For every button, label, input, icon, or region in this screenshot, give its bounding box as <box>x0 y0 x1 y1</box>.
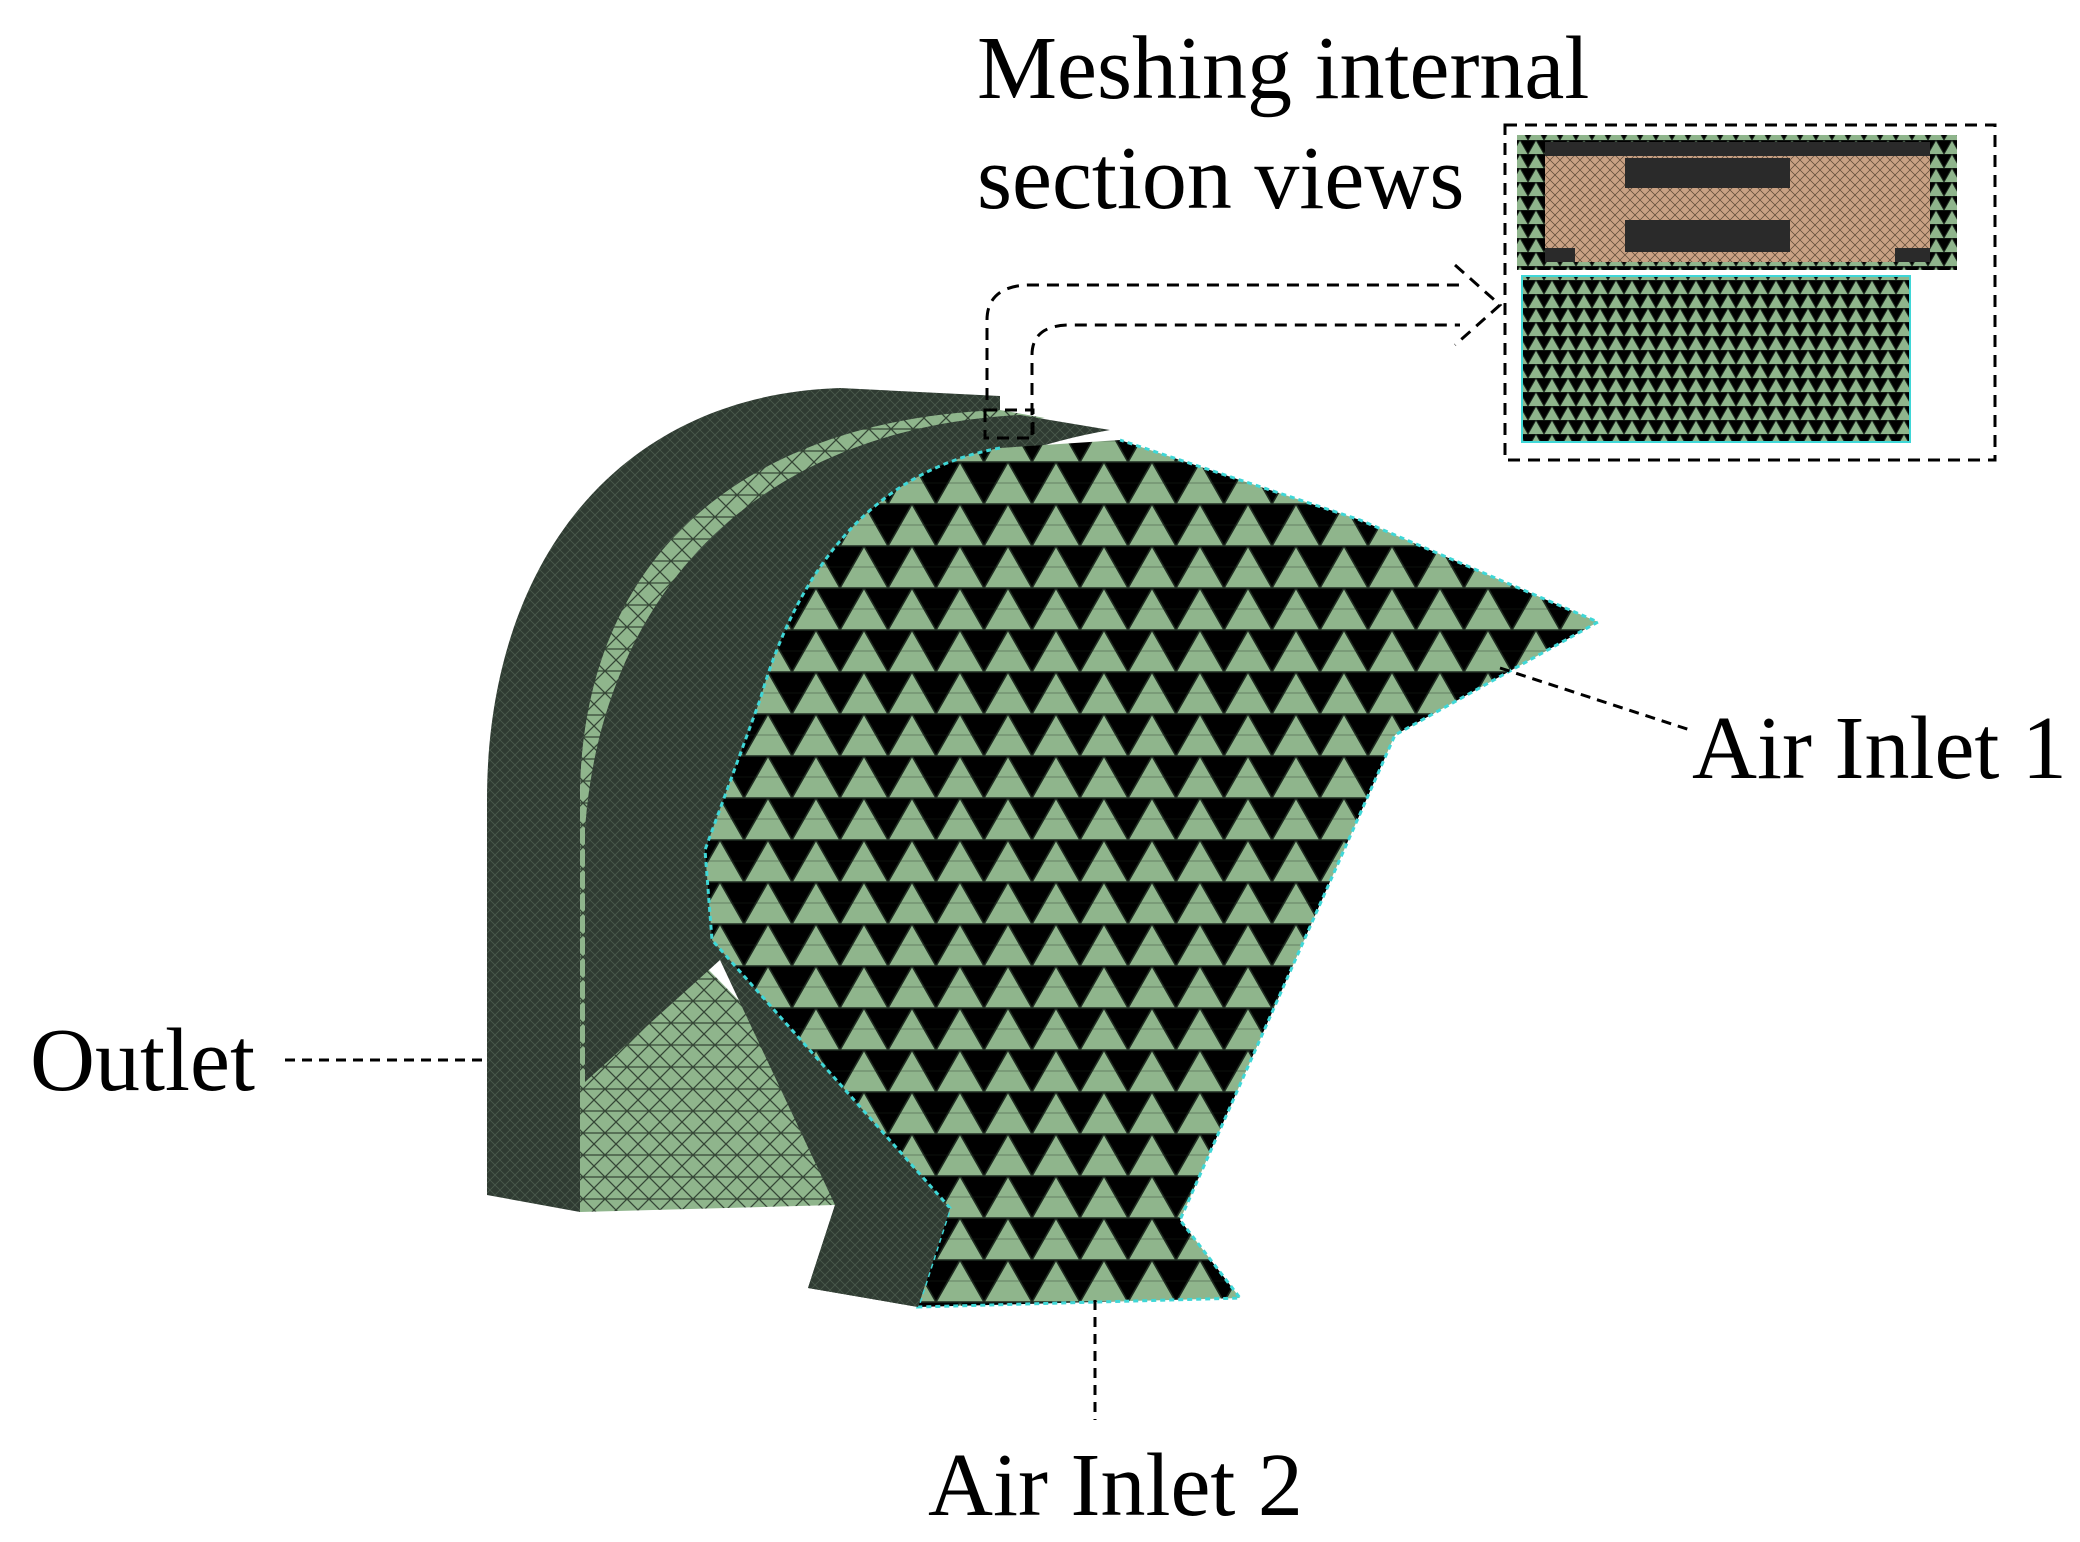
section-view-bottom-edge <box>1521 275 1911 443</box>
section-view-top-dark-3 <box>1545 142 1930 156</box>
outlet-slab <box>487 388 1000 1212</box>
inset-title-line1: Meshing internal <box>977 19 1589 118</box>
front-face-edge <box>703 438 1602 1309</box>
inner-dark-strip <box>585 415 1110 1307</box>
air-inlet-1-label: Air Inlet 1 <box>1692 699 2067 798</box>
mesh-body <box>487 388 1602 1309</box>
front-mesh-face <box>705 440 1598 1307</box>
section-view-top-dark-1 <box>1625 158 1790 188</box>
section-arrow-upper <box>985 283 1460 400</box>
section-view-bottom <box>1522 276 1910 442</box>
air-inlet-2-label: Air Inlet 2 <box>928 1436 1303 1535</box>
inset-title-line2: section views <box>977 129 1464 228</box>
section-view-top-dark-2 <box>1625 220 1790 252</box>
section-view-top-dark-5 <box>1895 248 1930 262</box>
arrow-head <box>1454 263 1503 347</box>
section-inset <box>1503 123 1997 462</box>
inset-frame <box>1503 123 1997 462</box>
leader-air-inlet-1 <box>1499 666 1691 732</box>
section-view-top-dark-4 <box>1545 248 1575 262</box>
outlet-label: Outlet <box>30 1011 255 1110</box>
middle-mesh-lower <box>580 780 930 1212</box>
bottom-foot <box>808 1205 950 1307</box>
section-marker <box>983 408 1035 440</box>
section-arrows <box>983 263 1503 440</box>
leader-lines <box>285 666 1691 1420</box>
section-arrow-lower <box>1030 323 1460 435</box>
